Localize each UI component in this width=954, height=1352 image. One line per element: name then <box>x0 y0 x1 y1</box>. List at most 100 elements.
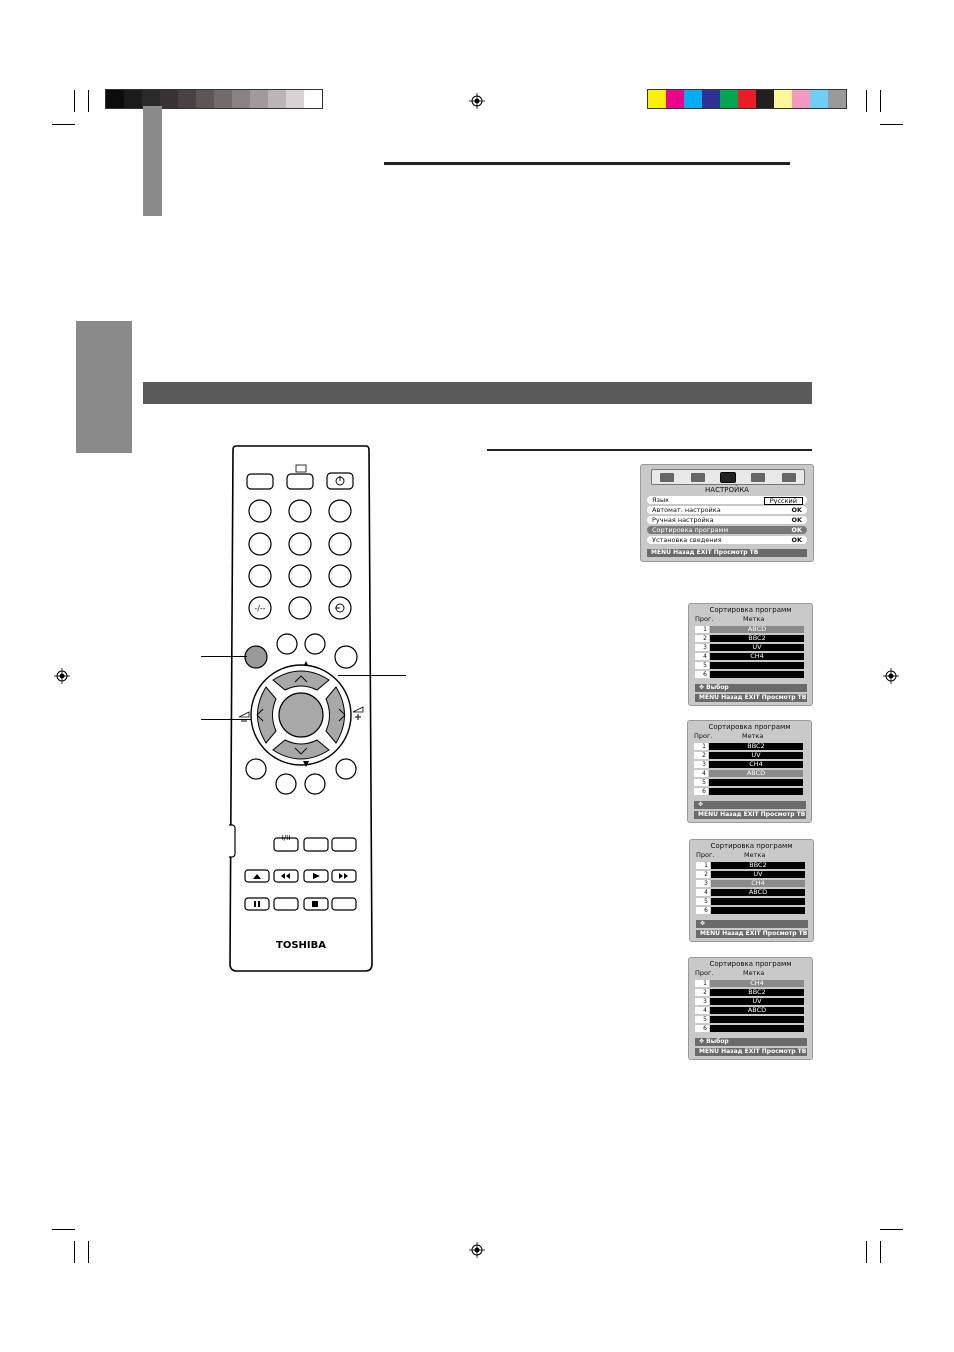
programme-label: ABCD <box>710 1007 804 1014</box>
programme-label <box>710 1025 804 1032</box>
teletext-hold-icon <box>295 464 307 473</box>
column-label: Метка <box>744 851 766 859</box>
programme-label: BBC2 <box>710 989 804 996</box>
move-icon: ✥ <box>699 1038 707 1045</box>
number-keypad <box>248 499 352 620</box>
menu-row-programme-sorting[interactable]: Сортировка программ OK <box>647 526 807 534</box>
footer-view: Просмотр ТВ <box>760 811 806 818</box>
sort-title: Сортировка программ <box>709 960 792 968</box>
color-swatch <box>648 90 666 108</box>
color-swatch <box>828 90 846 108</box>
row-number: 3 <box>696 880 710 887</box>
side-chapter-tab <box>76 321 132 453</box>
grayscale-color-bar <box>105 89 323 109</box>
footer-back: Назад <box>720 811 742 818</box>
setup-icon <box>719 471 736 483</box>
footer-back: Назад <box>722 930 744 937</box>
svg-text:-/--: -/-- <box>254 604 265 613</box>
color-swatch <box>810 90 828 108</box>
row-number: 2 <box>695 989 709 996</box>
sort-title: Сортировка программ <box>710 842 793 850</box>
gray-swatch <box>160 90 178 108</box>
move-icon: ✥ <box>699 684 707 691</box>
menu-footer: MENU Назад EXIT Просмотр ТВ <box>647 549 807 557</box>
gray-swatch <box>250 90 268 108</box>
top-gray-tab <box>143 106 162 216</box>
menu-row-manual-tuning[interactable]: Ручная настройка OK <box>647 516 807 524</box>
menu-row-language[interactable]: Язык Русский <box>647 496 807 505</box>
menu-row-auto-tuning[interactable]: Автомат. настройка OK <box>647 506 807 514</box>
picture-icon <box>660 472 675 482</box>
sort-footer: MENU Назад EXIT Просмотр ТВ <box>694 811 806 819</box>
gray-swatch <box>286 90 304 108</box>
programme-label: UV <box>710 644 804 651</box>
programme-label <box>711 907 805 914</box>
programme-label <box>710 1016 804 1023</box>
gray-swatch <box>196 90 214 108</box>
footer-view: Просмотр ТВ <box>761 1048 807 1055</box>
row-number: 5 <box>695 1016 709 1023</box>
footer-back: Назад <box>721 694 743 701</box>
column-label: Метка <box>742 732 764 740</box>
ok-button <box>278 692 324 738</box>
programme-label: CH4 <box>710 653 804 660</box>
input-icon <box>335 603 345 613</box>
footer-exit-key: EXIT <box>744 1048 760 1055</box>
footer-exit-key: EXIT <box>743 811 759 818</box>
column-prog: Прог. <box>696 851 715 859</box>
teletext-button-3 <box>304 773 326 795</box>
footer-menu-key: MENU <box>699 1048 719 1055</box>
column-prog: Прог. <box>694 732 713 740</box>
color-swatch <box>684 90 702 108</box>
sort-footer: MENU Назад EXIT Просмотр ТВ <box>695 694 807 702</box>
menu-row-convergence[interactable]: Установка сведения OK <box>647 536 807 544</box>
gray-swatch <box>106 90 124 108</box>
row-number: 1 <box>695 980 709 987</box>
registration-mark-icon <box>54 668 70 684</box>
row-number: 3 <box>695 644 709 651</box>
programme-label: CH4 <box>711 880 805 887</box>
button-row-a-1 <box>273 837 299 852</box>
exit-button <box>334 645 358 669</box>
select-hint: ✥ Выбор <box>695 1038 807 1046</box>
color-swatch <box>738 90 756 108</box>
row-number: 2 <box>695 635 709 642</box>
select-text: Выбор <box>706 1038 729 1045</box>
callout-line <box>338 675 406 676</box>
gray-swatch <box>232 90 250 108</box>
brand-logo: TOSHIBA <box>276 940 326 951</box>
power-icon <box>335 476 345 486</box>
row-number: 4 <box>696 889 710 896</box>
gray-swatch <box>124 90 142 108</box>
column-label: Метка <box>743 969 765 977</box>
select-hint: ✥ <box>694 801 806 809</box>
up-arrow-button <box>272 670 330 691</box>
select-text: Выбор <box>706 684 729 691</box>
setup-menu-screen: НАСТРОЙКА Язык Русский Автомат. настройк… <box>640 464 814 562</box>
programme-label <box>710 662 804 669</box>
footer-exit-key: EXIT <box>745 930 761 937</box>
volume-down-icon <box>238 711 250 722</box>
teletext-button-4 <box>335 758 357 780</box>
registration-mark-icon <box>883 668 899 684</box>
select-hint: ✥ Выбор <box>695 684 807 692</box>
footer-menu-key: MENU <box>698 811 718 818</box>
row-number: 1 <box>696 862 710 869</box>
programme-label <box>711 898 805 905</box>
color-swatch <box>720 90 738 108</box>
programme-label <box>709 779 803 786</box>
programme-label: CH4 <box>710 980 804 987</box>
row-number: 6 <box>695 671 709 678</box>
programme-label: UV <box>709 752 803 759</box>
footer-view: Просмотр ТВ <box>761 694 807 701</box>
gray-swatch <box>178 90 196 108</box>
button-top-middle <box>286 473 314 490</box>
setup-title: НАСТРОЙКА <box>705 486 749 494</box>
row-number: 4 <box>695 1007 709 1014</box>
gray-swatch <box>214 90 232 108</box>
picture-mode-button <box>276 633 298 655</box>
row-number: 6 <box>695 1025 709 1032</box>
button-top-left <box>246 473 274 490</box>
